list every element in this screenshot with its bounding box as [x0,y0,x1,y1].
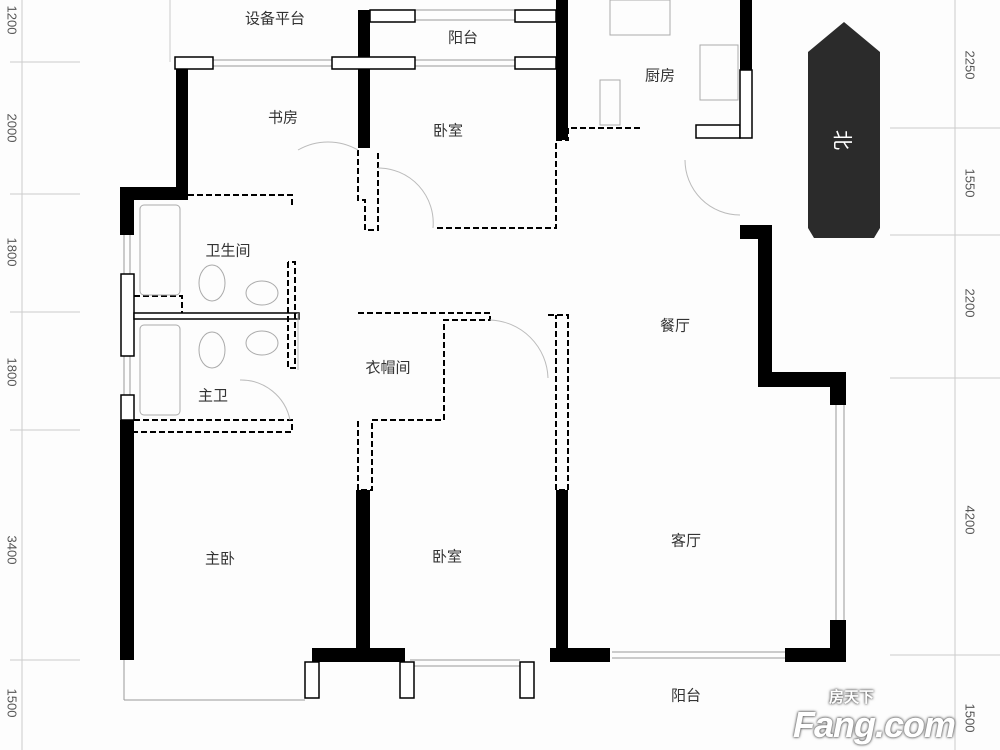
dimension-lines [10,0,1000,750]
toilet-top [198,264,226,302]
fixtures [139,0,739,416]
dimension-right: 4200 [962,505,978,535]
dimension-left: 1500 [4,688,20,718]
walls [120,0,846,662]
partition-walls [134,127,640,491]
room-kitchen: 厨房 [644,66,676,85]
dimension-left: 1200 [4,5,20,35]
room-balcony-bottom: 阳台 [670,686,702,705]
room-cloakroom: 衣帽间 [365,358,411,377]
dimension-right: 2200 [962,288,978,318]
room-master-bedroom: 主卧 [204,549,236,568]
dimension-left: 2000 [4,113,20,143]
watermark-en: Fang.com [792,704,956,745]
dimension-right: 1550 [962,168,978,198]
dimension-left: 1800 [4,357,20,387]
room-equipment-platform: 设备平台 [244,9,306,28]
dimension-right: 1500 [962,703,978,733]
north-label: 北 [830,130,855,150]
door-swings [239,141,741,421]
north-arrow [808,22,880,238]
dimension-left: 1800 [4,237,20,267]
toilet-bottom [198,331,226,369]
room-balcony-top: 阳台 [447,28,479,47]
bathtub-bottom [139,324,181,416]
room-study: 书房 [267,108,299,127]
stove [699,44,739,101]
room-dining: 餐厅 [659,316,691,335]
room-bedroom-bottom: 卧室 [431,547,463,566]
fridge [599,79,621,126]
room-bedroom-top: 卧室 [432,121,464,140]
sink-top [245,280,279,306]
room-master-bath: 主卫 [197,386,229,405]
watermark-cn: 房天下 [828,689,874,706]
windows [123,9,845,701]
sink-bottom [245,330,279,356]
room-bathroom: 卫生间 [205,241,251,260]
watermark-logo: 房天下 Fang.com [792,689,956,745]
dimension-right: 2250 [962,50,978,80]
room-living: 客厅 [670,531,702,550]
dimension-left: 3400 [4,535,20,565]
bathtub-top [139,204,181,296]
wall-outlines [120,9,753,699]
kitchen-sink [609,0,671,36]
